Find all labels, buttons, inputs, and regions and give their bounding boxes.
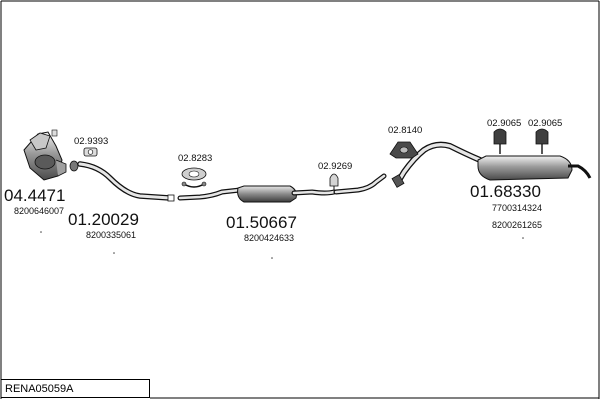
hanger-9065-b-code: 02.9065	[528, 118, 563, 129]
hanger-9065-a-code: 02.9065	[487, 118, 522, 129]
front-pipe-part[interactable]	[77, 161, 175, 202]
rear-silencer-code: 01.68330	[470, 182, 541, 201]
seal-9393-icon[interactable]	[83, 147, 98, 157]
reference-code: RENA05059A	[5, 383, 74, 395]
rear-silencer-oe-2: 8200261265	[492, 220, 543, 230]
clamp-9269-icon[interactable]	[329, 173, 339, 190]
catalyst-code: 04.4471	[4, 186, 66, 205]
seal-9393-code: 02.9393	[74, 136, 109, 147]
front-pipe-code: 01.20029	[68, 210, 139, 229]
clamp-8283-icon[interactable]	[181, 167, 207, 188]
clamp-9269-code: 02.9269	[318, 161, 353, 172]
middle-silencer-oe: 8200424633	[244, 233, 295, 243]
rear-silencer-oe-1: 7700314324	[492, 203, 543, 213]
middle-silencer-code: 01.50667	[226, 213, 297, 232]
hanger-9065-a-icon[interactable]	[493, 128, 507, 154]
middle-silencer-part[interactable]	[177, 173, 387, 203]
front-pipe-oe: 8200335061	[86, 230, 137, 240]
reference-box: RENA05059A	[1, 379, 150, 398]
rear-silencer-part[interactable]	[391, 141, 592, 188]
mount-8140-code: 02.8140	[388, 125, 423, 136]
catalyst-oe: 8200646007	[14, 206, 65, 216]
clamp-8283-code: 02.8283	[178, 153, 213, 164]
mount-8140-icon[interactable]	[389, 141, 419, 159]
hanger-9065-b-icon[interactable]	[535, 128, 549, 154]
catalyst-part[interactable]	[23, 129, 79, 181]
